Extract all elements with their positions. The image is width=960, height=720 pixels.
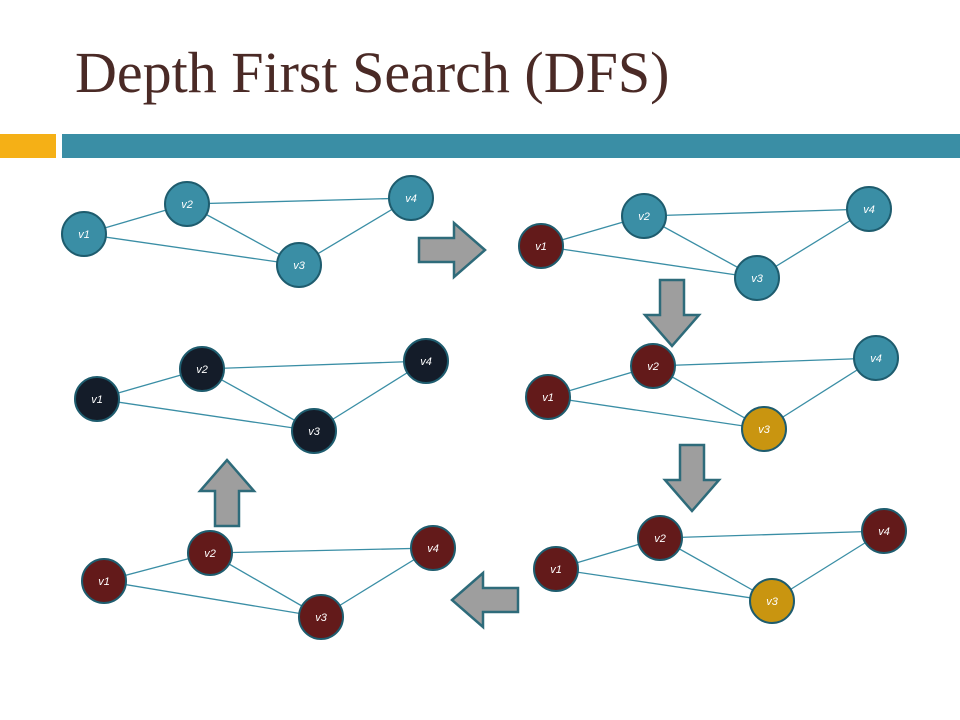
node-circle	[853, 335, 899, 381]
node-v3: v3	[734, 255, 780, 301]
node-label: v3	[293, 260, 306, 272]
node-circle	[410, 525, 456, 571]
edge-v1-v3	[540, 245, 758, 279]
node-label: v2	[181, 199, 193, 211]
edge-v2-v4	[209, 547, 434, 554]
flow-arrow-down	[642, 278, 702, 348]
title-accent-bar	[0, 134, 56, 158]
node-v1: v1	[74, 376, 120, 422]
node-label: v2	[647, 361, 659, 373]
node-circle	[846, 186, 892, 232]
node-circle	[179, 346, 225, 392]
node-circle	[74, 376, 120, 422]
node-label: v3	[758, 424, 771, 436]
node-v2: v2	[621, 193, 667, 239]
node-label: v4	[420, 356, 432, 368]
node-v1: v1	[525, 374, 571, 420]
node-label: v1	[550, 564, 562, 576]
node-circle	[187, 530, 233, 576]
node-label: v4	[870, 353, 882, 365]
dfs-step-2: v1 v2 v3 v4	[518, 186, 892, 301]
dfs-step-3: v1 v2 v3 v4	[525, 335, 899, 452]
node-label: v2	[654, 533, 666, 545]
edge-v1-v3	[83, 233, 300, 266]
node-v1: v1	[61, 211, 107, 257]
node-circle	[621, 193, 667, 239]
title-divider-bar	[62, 134, 960, 158]
edge-v2-v4	[659, 530, 885, 539]
node-v3: v3	[298, 594, 344, 640]
node-v1: v1	[533, 546, 579, 592]
node-circle	[298, 594, 344, 640]
dfs-step-5: v1 v2 v3 v4	[81, 525, 456, 640]
node-label: v2	[638, 211, 650, 223]
node-circle	[291, 408, 337, 454]
node-label: v1	[542, 392, 554, 404]
node-circle	[861, 508, 907, 554]
node-circle	[741, 406, 787, 452]
node-v4: v4	[846, 186, 892, 232]
node-label: v1	[91, 394, 103, 406]
node-circle	[403, 338, 449, 384]
dfs-step-1: v1 v2 v3 v4	[61, 175, 434, 288]
node-v3: v3	[741, 406, 787, 452]
node-v4: v4	[403, 338, 449, 384]
node-circle	[637, 515, 683, 561]
slide-title: Depth First Search (DFS)	[75, 40, 670, 105]
node-label: v3	[766, 596, 779, 608]
node-v3: v3	[276, 242, 322, 288]
flow-arrow-down	[662, 443, 722, 513]
node-circle	[533, 546, 579, 592]
node-label: v4	[863, 204, 875, 216]
node-circle	[749, 578, 795, 624]
node-v4: v4	[388, 175, 434, 221]
node-circle	[525, 374, 571, 420]
node-v2: v2	[179, 346, 225, 392]
flow-arrow-left	[450, 570, 520, 630]
node-v4: v4	[410, 525, 456, 571]
node-label: v2	[196, 364, 208, 376]
node-circle	[61, 211, 107, 257]
edge-v2-v4	[201, 360, 427, 370]
node-label: v4	[878, 526, 890, 538]
node-v4: v4	[853, 335, 899, 381]
dfs-step-6: v1 v2 v3 v4	[74, 338, 449, 454]
node-circle	[388, 175, 434, 221]
node-label: v3	[315, 612, 328, 624]
node-circle	[81, 558, 127, 604]
node-label: v4	[405, 193, 417, 205]
node-circle	[276, 242, 322, 288]
node-v2: v2	[637, 515, 683, 561]
node-label: v1	[78, 229, 90, 241]
edge-v2-v4	[186, 197, 412, 205]
node-v4: v4	[861, 508, 907, 554]
node-circle	[734, 255, 780, 301]
node-v3: v3	[749, 578, 795, 624]
node-label: v2	[204, 548, 216, 560]
node-label: v3	[308, 426, 321, 438]
node-v3: v3	[291, 408, 337, 454]
node-label: v1	[98, 576, 110, 588]
node-v2: v2	[187, 530, 233, 576]
node-v1: v1	[518, 223, 564, 269]
edge-v1-v3	[96, 398, 315, 432]
node-circle	[630, 343, 676, 389]
flow-arrow-right	[417, 220, 487, 280]
node-v1: v1	[81, 558, 127, 604]
dfs-step-4: v1 v2 v3 v4	[533, 508, 907, 624]
edge-v1-v3	[547, 396, 765, 430]
edge-v1-v3	[555, 568, 773, 602]
flow-arrow-up	[197, 458, 257, 528]
node-circle	[164, 181, 210, 227]
node-label: v1	[535, 241, 547, 253]
edge-v2-v4	[643, 208, 870, 217]
node-v2: v2	[630, 343, 676, 389]
node-circle	[518, 223, 564, 269]
node-label: v4	[427, 543, 439, 555]
edge-v1-v3	[103, 580, 322, 618]
node-label: v3	[751, 273, 764, 285]
node-v2: v2	[164, 181, 210, 227]
edge-v2-v4	[652, 357, 877, 367]
